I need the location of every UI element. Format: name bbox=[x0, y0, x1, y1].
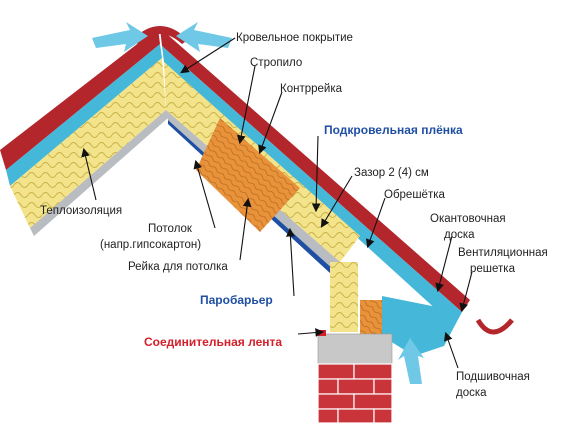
label-ceiling-batten: Рейка для потолка bbox=[128, 261, 228, 273]
left-ceiling bbox=[30, 110, 168, 236]
left-slope bbox=[0, 28, 168, 236]
label-insulation: Теплоизоляция bbox=[40, 205, 122, 217]
label-soffit-board-1: Подшивочная bbox=[456, 371, 530, 383]
ridge-cap-icon bbox=[132, 26, 188, 44]
label-underroof-membrane: Подкровельная плёнка bbox=[324, 123, 463, 137]
label-edging-board-2: доска bbox=[444, 229, 475, 241]
label-vapor-barrier: Паробарьер bbox=[200, 293, 273, 307]
gutter-icon bbox=[475, 318, 514, 335]
rafter-section bbox=[196, 118, 300, 232]
left-membrane bbox=[6, 44, 162, 186]
left-roof-covering bbox=[0, 28, 160, 170]
label-vent-grille-2: решетка bbox=[470, 263, 516, 275]
concrete-beam bbox=[317, 333, 393, 365]
label-rafter: Стропило bbox=[250, 57, 302, 69]
tape-strip bbox=[318, 330, 326, 336]
wall bbox=[317, 262, 462, 423]
label-roof-covering: Кровельное покрытие bbox=[236, 32, 353, 44]
right-membrane bbox=[162, 46, 462, 322]
right-roof-covering bbox=[160, 28, 470, 312]
label-soffit-board-2: доска bbox=[456, 387, 487, 399]
label-counter-batten: Контррейка bbox=[280, 83, 343, 95]
label-edging-board-1: Окантовочная bbox=[430, 213, 506, 225]
airflow-arrow-icon bbox=[92, 22, 424, 384]
soffit-board bbox=[382, 296, 462, 356]
label-connecting-tape: Соединительная лента bbox=[144, 335, 282, 349]
brick-wall bbox=[317, 363, 393, 423]
label-gap: Зазор 2 (4) см bbox=[354, 167, 429, 179]
label-lathing: Обрешётка bbox=[384, 189, 445, 201]
leader-lines bbox=[81, 37, 473, 369]
label-ceiling-1: Потолок bbox=[148, 223, 193, 235]
label-vent-grille-1: Вентиляционная bbox=[458, 247, 548, 259]
label-ceiling-2: (напр.гипсокартон) bbox=[100, 239, 201, 251]
